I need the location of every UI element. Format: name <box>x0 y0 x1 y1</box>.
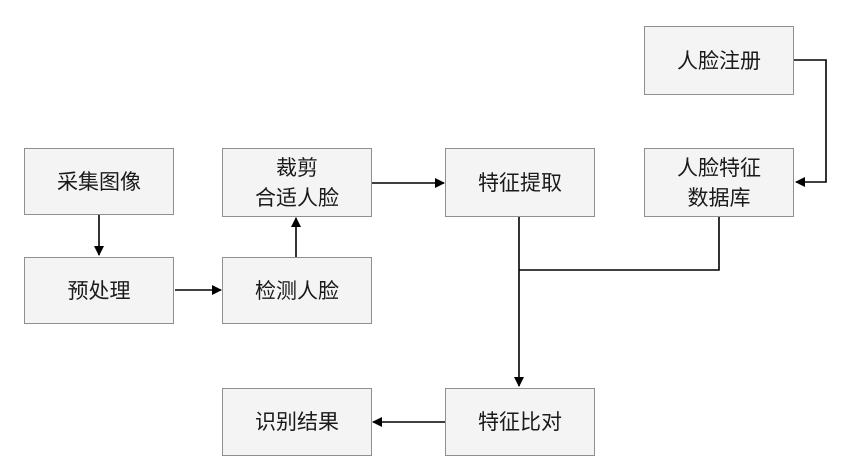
node-detect-face: 检测人脸 <box>222 257 372 324</box>
node-crop-face: 裁剪 合适人脸 <box>222 148 372 217</box>
node-feature-extraction: 特征提取 <box>445 148 595 217</box>
node-recognition-result: 识别结果 <box>222 388 372 456</box>
edge-register-to-database <box>794 59 827 187</box>
node-face-feature-database: 人脸特征 数据库 <box>644 148 794 217</box>
node-face-registration: 人脸注册 <box>644 26 794 95</box>
node-feature-comparison: 特征比对 <box>445 388 595 456</box>
node-preprocess: 预处理 <box>24 257 174 324</box>
node-capture-image: 采集图像 <box>24 148 174 215</box>
edge-database-to-join <box>519 217 720 271</box>
